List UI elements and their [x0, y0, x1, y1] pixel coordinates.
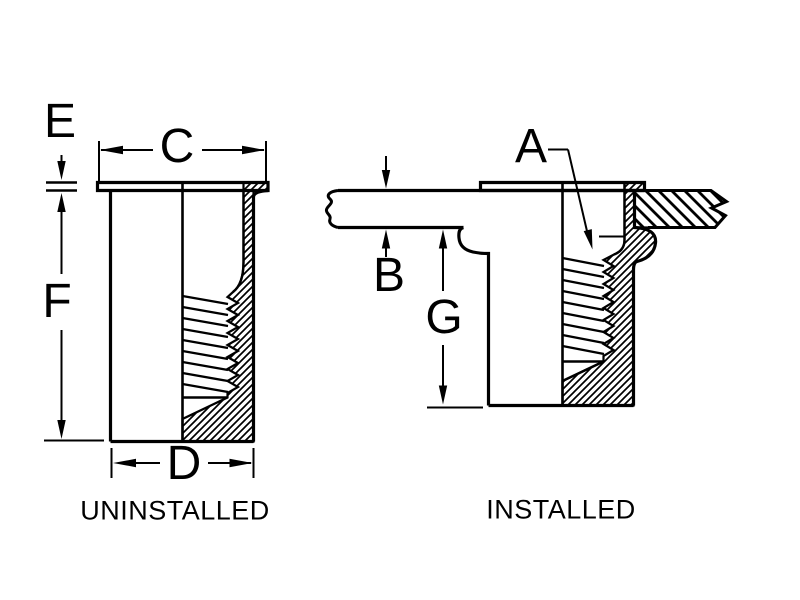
dim-label-F: F [42, 275, 72, 328]
dimension-F [44, 211, 104, 442]
dim-label-G: G [425, 291, 463, 344]
installed-outline [324, 180, 730, 408]
installed-thread-lines [562, 256, 605, 363]
caption-installed: INSTALLED [486, 494, 636, 525]
dimension-G [427, 229, 483, 409]
uninstalled-section-hatch [181, 181, 270, 443]
dim-label-E: E [43, 95, 77, 148]
dim-label-A: A [514, 120, 548, 173]
dim-label-D: D [166, 437, 202, 490]
uninstalled-thread-lines [182, 294, 229, 399]
installed-view [324, 148, 730, 409]
dim-label-C: C [159, 120, 195, 173]
dimension-A-leader [548, 148, 624, 250]
uninstalled-outline [95, 180, 270, 444]
uninstalled-view [44, 141, 270, 478]
dimension-B [381, 156, 391, 257]
dim-label-B: B [372, 249, 406, 302]
dimension-D [110, 448, 255, 478]
caption-uninstalled: UNINSTALLED [80, 495, 270, 526]
dimension-E [46, 155, 77, 212]
dimension-C [98, 141, 267, 181]
